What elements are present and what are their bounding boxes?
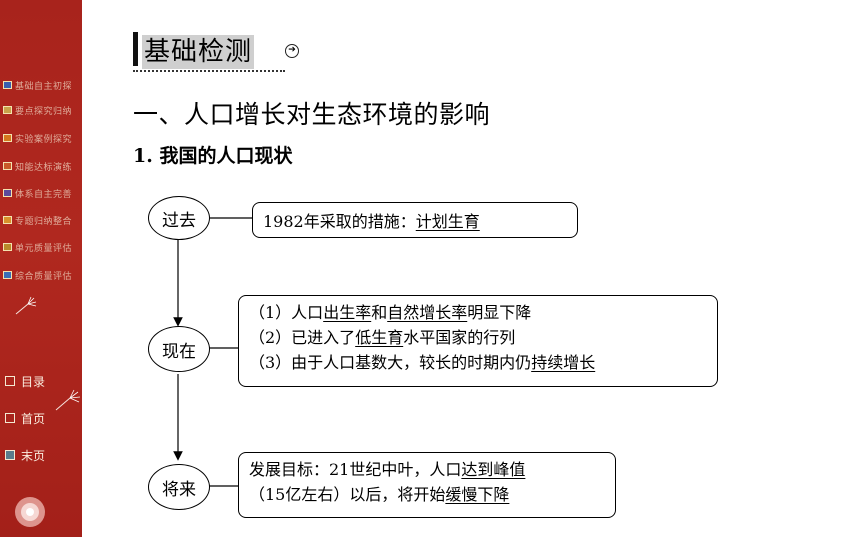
past-text: 1982年采取的措施： (263, 212, 416, 231)
first-page-link[interactable]: 首页 (5, 408, 45, 428)
section-heading: 基础检测 (142, 35, 255, 69)
text: 水平国家的行列 (403, 328, 516, 347)
nav-square-icon (3, 81, 12, 89)
sidebar-item-label: 要点探究归纳 (15, 106, 73, 117)
sidebar-item-label: 体系自主完善 (15, 189, 73, 200)
nav-square-icon (3, 189, 12, 197)
present-line-1: （1）人口出生率和自然增长率明显下降 (249, 300, 707, 325)
heading-dotted-underline (133, 70, 285, 72)
future-line-1: 发展目标：21世纪中叶，人口达到峰值 (249, 457, 605, 482)
sidebar-item-basic-exploration[interactable]: 基础自主初探 (0, 76, 82, 94)
present-line-3: （3）由于人口基数大，较长的时期内仍持续增长 (249, 350, 707, 375)
nav-square-icon (3, 243, 12, 251)
sidebar-item-key-points[interactable]: 要点探究归纳 (0, 101, 82, 119)
nav-square-icon (3, 216, 12, 224)
sidebar-item-system-review[interactable]: 体系自主完善 (0, 184, 82, 202)
present-box: （1）人口出生率和自然增长率明显下降 （2）已进入了低生育水平国家的行列 （3）… (238, 295, 718, 387)
text: 明显下降 (467, 303, 532, 322)
future-box: 发展目标：21世纪中叶，人口达到峰值 （15亿左右）以后，将开始缓慢下降 (238, 452, 616, 518)
node-present: 现在 (148, 326, 210, 372)
last-page-square-icon (5, 450, 15, 460)
text: （3）由于人口基数大，较长的时期内仍 (249, 353, 532, 372)
future-line-2: （15亿左右）以后，将开始缓慢下降 (249, 482, 605, 507)
text: 和 (371, 303, 388, 322)
sidebar-item-practice[interactable]: 知能达标演练 (0, 157, 82, 175)
next-arrow-icon[interactable]: ➔ (285, 44, 299, 58)
nav-square-icon (3, 106, 12, 114)
present-line-2: （2）已进入了低生育水平国家的行列 (249, 325, 707, 350)
sidebar-item-unit-assessment[interactable]: 单元质量评估 (0, 238, 82, 256)
heading-bar (133, 32, 138, 66)
sidebar: 基础自主初探 要点探究归纳 实验案例探究 知能达标演练 体系自主完善 专题归纳整… (0, 0, 82, 537)
first-page-square-icon (5, 413, 15, 423)
text: 发展目标：21世纪中叶，人口 (249, 460, 462, 479)
text: （15亿左右）以后，将开始 (249, 485, 446, 504)
text: （2）已进入了 (249, 328, 356, 347)
underlined-text: 低生育 (355, 328, 404, 347)
sidebar-item-label: 专题归纳整合 (15, 216, 73, 227)
sidebar-item-overall-assessment[interactable]: 综合质量评估 (0, 266, 82, 284)
nav-square-icon (3, 162, 12, 170)
sidebar-item-label: 知能达标演练 (15, 162, 73, 173)
node-future: 将来 (148, 464, 210, 510)
sidebar-item-label: 基础自主初探 (15, 81, 73, 92)
sidebar-item-topic-summary[interactable]: 专题归纳整合 (0, 211, 82, 229)
toc-link[interactable]: 目录 (5, 371, 45, 391)
page-title: 一、人口增长对生态环境的影响 (133, 100, 491, 129)
sidebar-item-label: 实验案例探究 (15, 134, 73, 145)
subsection-title: 1. 我国的人口现状 (133, 145, 293, 167)
underlined-text: 缓慢下降 (445, 485, 510, 504)
underlined-text: 达到峰值 (461, 460, 526, 479)
sidebar-item-experiments[interactable]: 实验案例探究 (0, 129, 82, 147)
first-page-label: 首页 (21, 411, 46, 426)
underlined-text: 自然增长率 (387, 303, 468, 322)
nav-square-icon (3, 271, 12, 279)
nav-square-icon (3, 134, 12, 142)
underlined-text: 持续增长 (531, 353, 596, 372)
sidebar-item-label: 综合质量评估 (15, 271, 73, 282)
node-past: 过去 (148, 196, 210, 240)
last-page-label: 末页 (21, 448, 46, 463)
toc-square-icon (5, 376, 15, 386)
sidebar-item-label: 单元质量评估 (15, 243, 73, 254)
past-box: 1982年采取的措施：计划生育 (252, 202, 578, 238)
toc-label: 目录 (21, 374, 46, 389)
past-underlined: 计划生育 (415, 212, 480, 231)
last-page-link[interactable]: 末页 (5, 445, 45, 465)
underlined-text: 出生率 (323, 303, 372, 322)
text: （1）人口 (249, 303, 324, 322)
section-heading-group: 基础检测 (133, 29, 255, 69)
